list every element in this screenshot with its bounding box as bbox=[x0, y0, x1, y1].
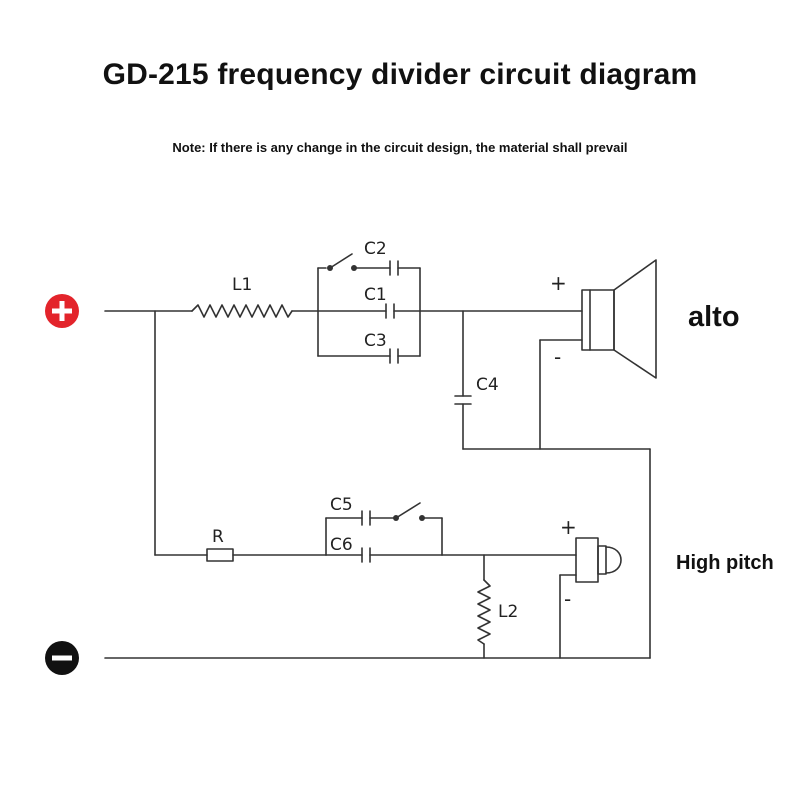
positive-terminal-icon bbox=[45, 294, 79, 328]
label-C1: C1 bbox=[364, 285, 387, 305]
alto-speaker-icon bbox=[581, 259, 657, 379]
inductor-L1 bbox=[191, 304, 293, 318]
alto-minus-sign: - bbox=[554, 345, 561, 369]
high-pitch-label: High pitch bbox=[676, 552, 774, 574]
inductor-L2 bbox=[477, 579, 491, 645]
label-C3: C3 bbox=[364, 331, 387, 351]
label-C4: C4 bbox=[476, 375, 499, 395]
alto-plus-sign: + bbox=[550, 271, 567, 295]
label-C2: C2 bbox=[364, 239, 387, 259]
capacitor-C2 bbox=[317, 253, 421, 276]
diagram-note: Note: If there is any change in the circ… bbox=[172, 140, 628, 155]
capacitor-C4 bbox=[454, 310, 472, 450]
capacitor-C3 bbox=[317, 348, 421, 364]
diagram-title: GD-215 frequency divider circuit diagram bbox=[102, 58, 698, 91]
capacitor-C5 bbox=[325, 502, 443, 526]
label-L1: L1 bbox=[232, 275, 252, 295]
label-C6: C6 bbox=[330, 535, 353, 555]
label-C5: C5 bbox=[330, 495, 353, 515]
label-R: R bbox=[212, 527, 224, 547]
capacitor-C1 bbox=[317, 303, 421, 319]
tweeter-plus-sign: + bbox=[560, 515, 577, 539]
tweeter-icon bbox=[575, 537, 622, 583]
alto-label: alto bbox=[688, 301, 740, 333]
tweeter-minus-sign: - bbox=[564, 587, 571, 611]
label-L2: L2 bbox=[498, 602, 518, 622]
negative-terminal-icon bbox=[45, 641, 79, 675]
resistor-R bbox=[206, 548, 234, 562]
capacitor-C6 bbox=[325, 547, 443, 563]
